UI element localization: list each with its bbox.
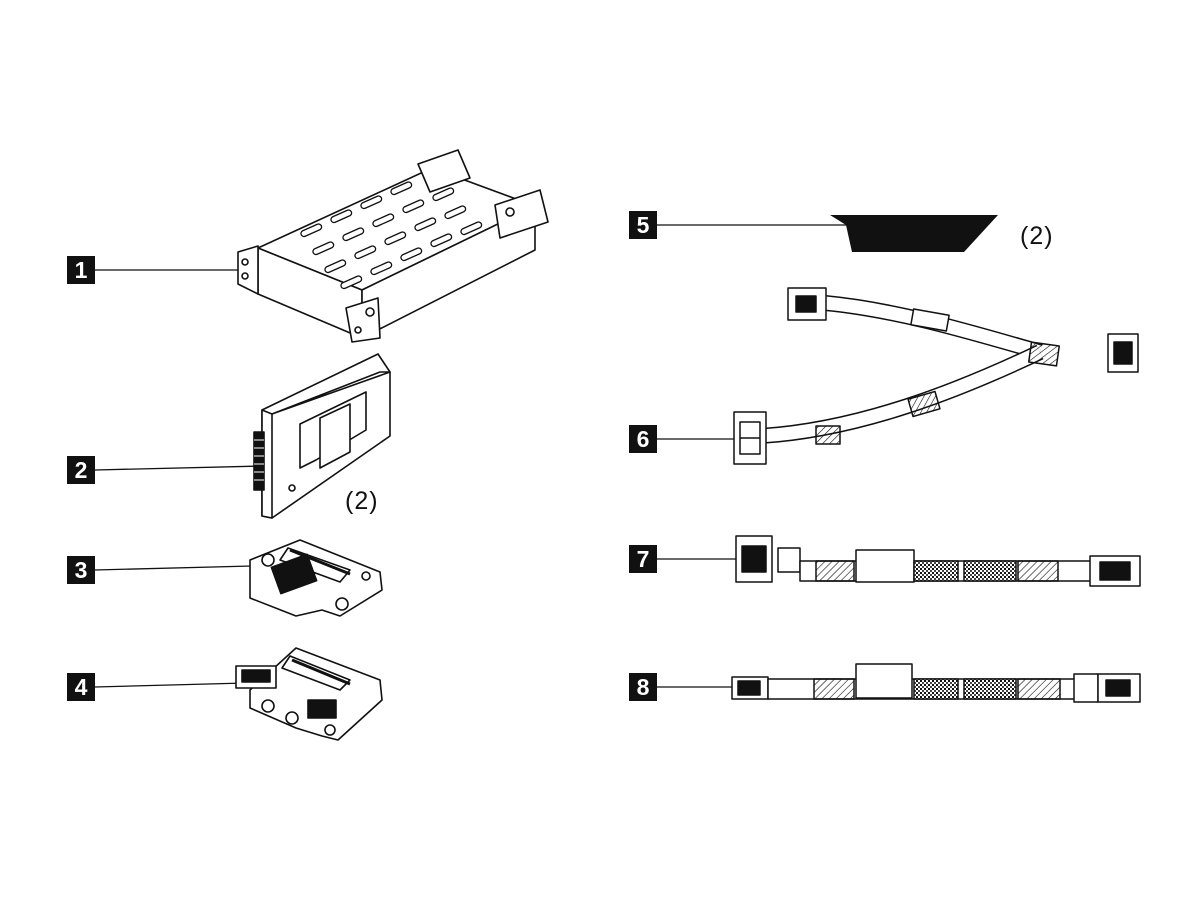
part-1-drive-cage xyxy=(237,149,549,343)
callout-7: 7 xyxy=(629,545,657,573)
leader-line-4 xyxy=(94,682,247,688)
callout-4: 4 xyxy=(67,673,95,701)
part-4-interposer-board xyxy=(235,647,383,741)
callout-3: 3 xyxy=(67,556,95,584)
part-2-drive-bay-frame xyxy=(253,353,391,519)
leader-line-2 xyxy=(94,465,263,471)
part-7-cable xyxy=(735,535,1141,587)
part-5-cable-clip xyxy=(830,215,998,252)
callout-2: 2 xyxy=(67,456,95,484)
part-3-interposer-board xyxy=(249,539,383,617)
callout-1: 1 xyxy=(67,256,95,284)
part-6-y-cable xyxy=(733,287,1139,465)
callout-5: 5 xyxy=(629,211,657,239)
quantity-label-part-5: (2) xyxy=(1020,222,1054,250)
part-8-cable xyxy=(731,663,1141,703)
callout-6: 6 xyxy=(629,425,657,453)
leader-line-3 xyxy=(94,565,253,571)
leader-lines xyxy=(94,224,852,688)
callout-8: 8 xyxy=(629,673,657,701)
quantity-label-part-2: (2) xyxy=(345,487,379,515)
